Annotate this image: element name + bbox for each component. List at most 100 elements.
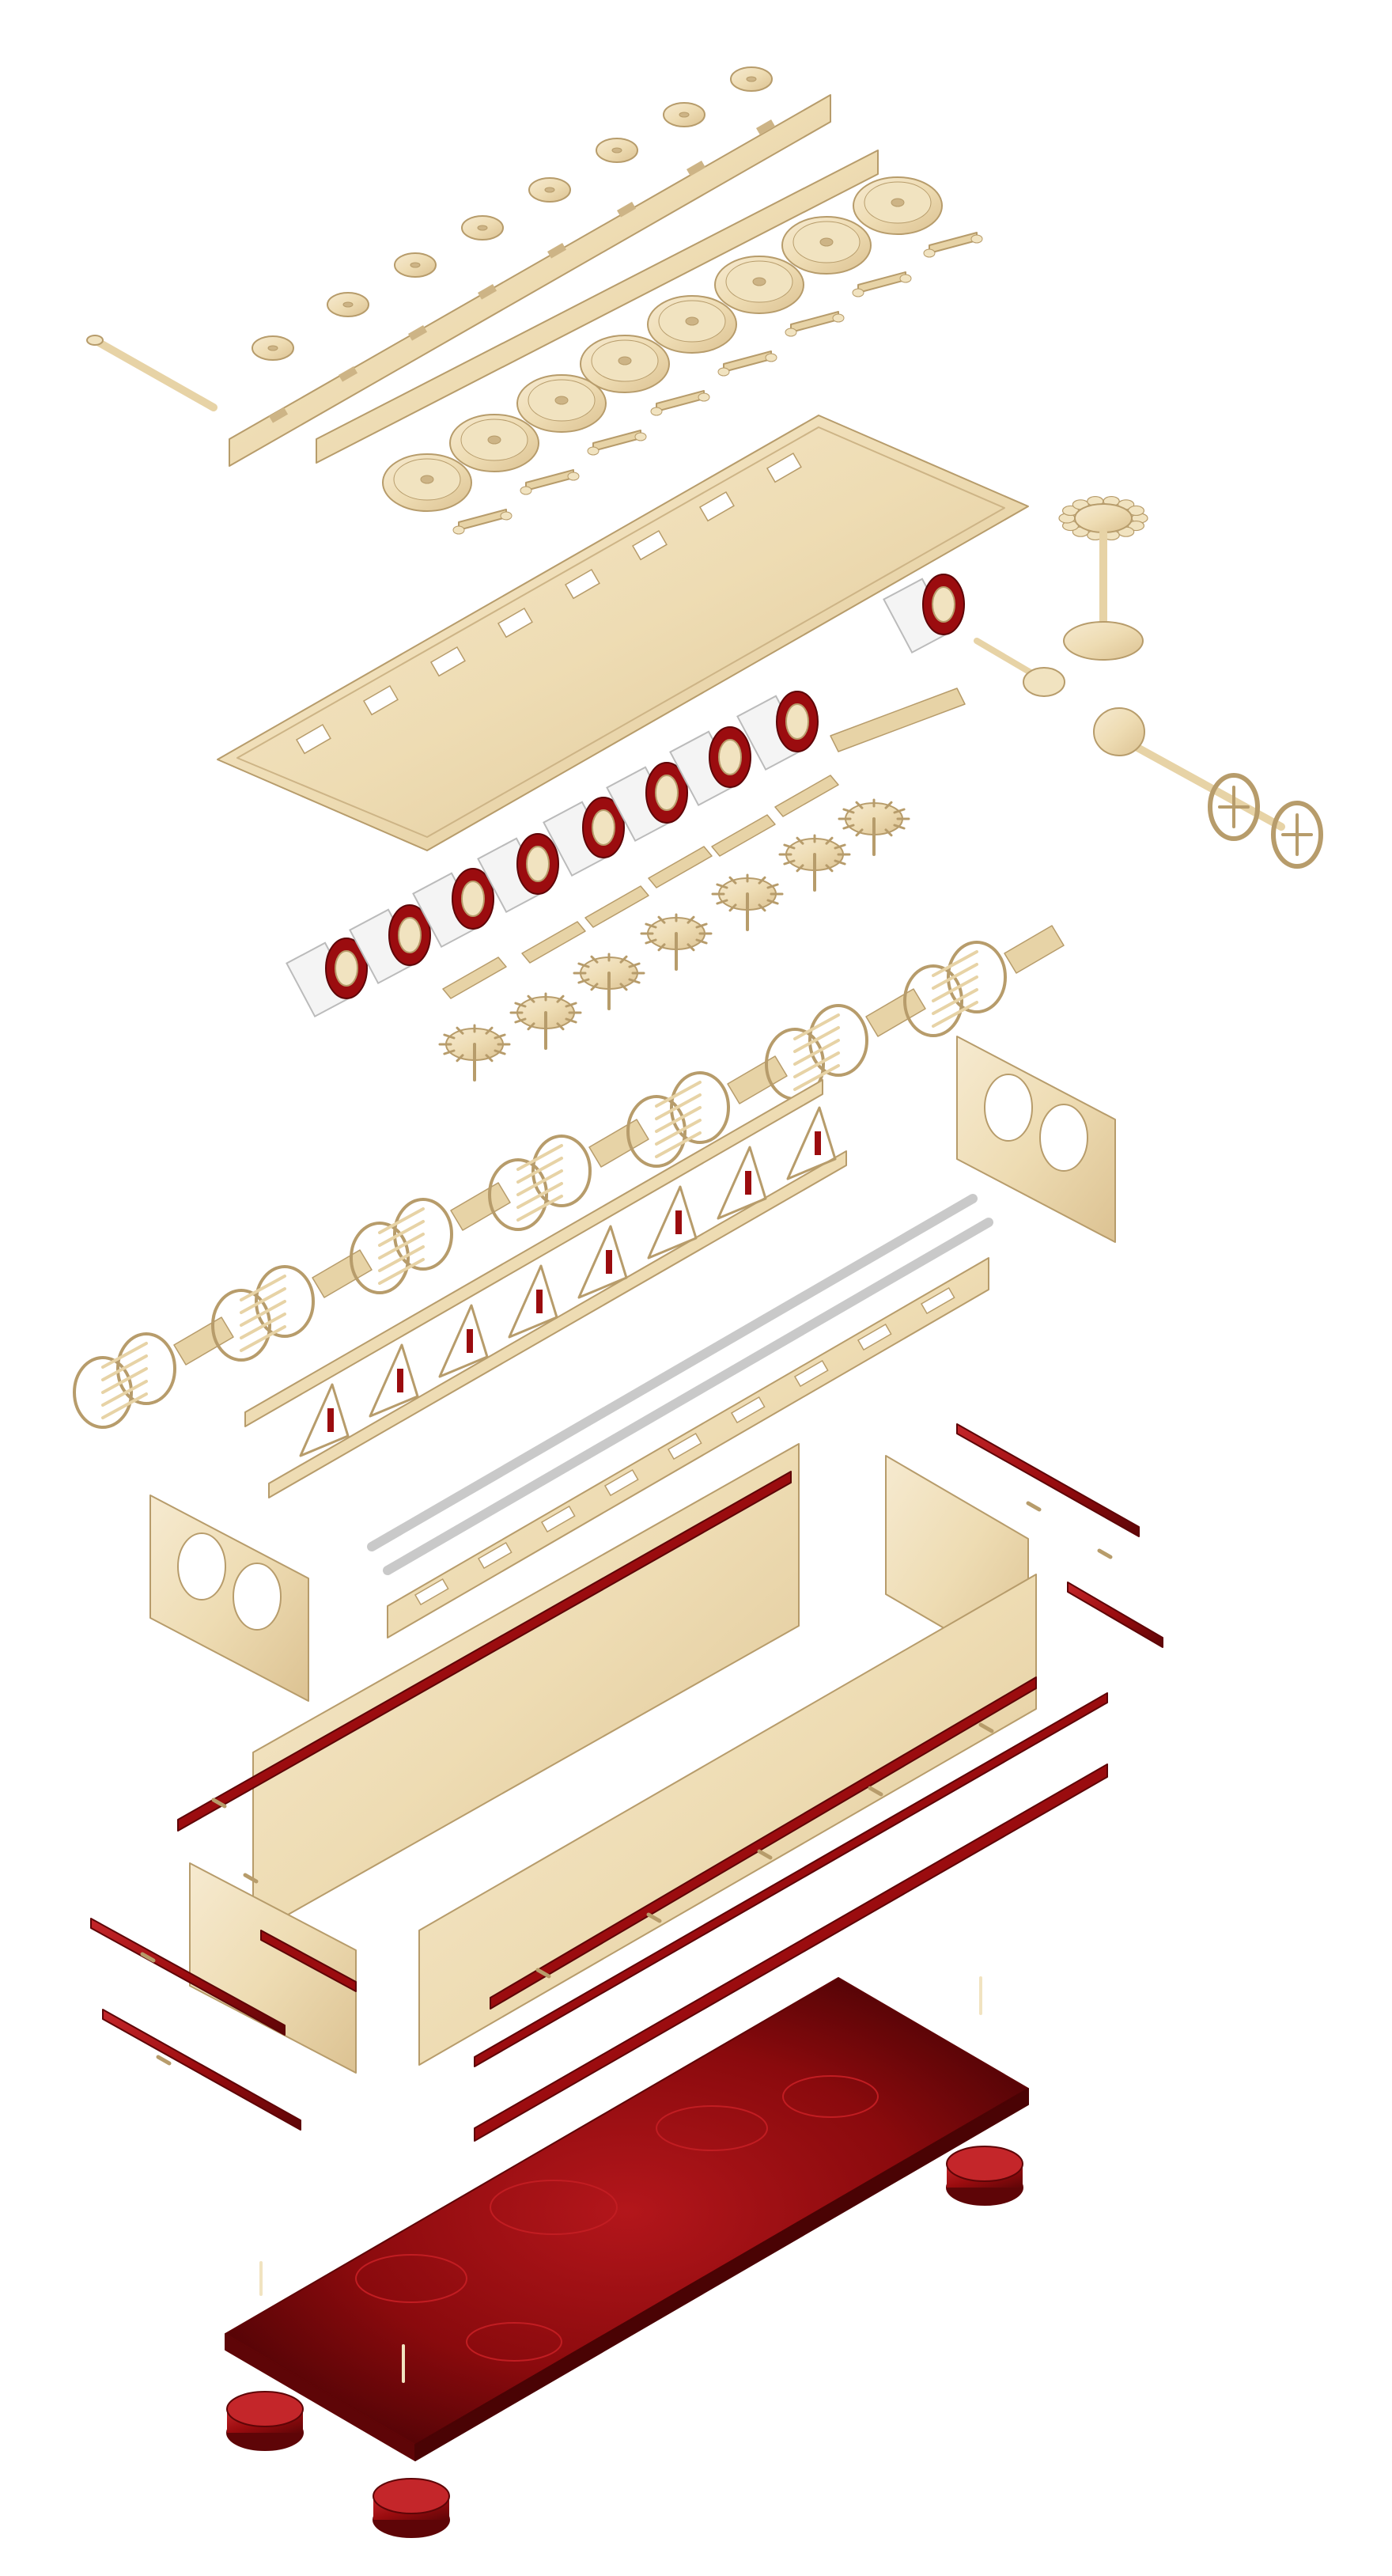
crown-gear <box>1074 503 1133 533</box>
gear-tooth <box>884 801 893 809</box>
ladder-window <box>920 1286 955 1315</box>
cage-ring <box>947 941 1007 1013</box>
top-dial-bar-assembly <box>86 66 983 535</box>
truss-brace <box>369 1343 419 1418</box>
spoked-pinion-gear <box>640 913 713 971</box>
truss-brace <box>577 1225 628 1299</box>
cage-ring <box>211 1289 271 1362</box>
wooden-dowel <box>757 1849 773 1860</box>
gear-tooth <box>716 899 728 905</box>
gear-tooth <box>556 1022 565 1031</box>
bar-slot <box>547 243 567 259</box>
rail-frame-group <box>244 1079 993 1638</box>
back-side-panel <box>252 1443 800 1935</box>
drum-bracket <box>442 957 507 999</box>
drum-bracket <box>711 814 776 857</box>
gear-tooth <box>825 836 834 845</box>
cage-bar <box>793 1064 840 1091</box>
stepped-drum-row <box>286 574 965 1082</box>
cage-bar <box>240 1287 286 1314</box>
cage-bar <box>655 1131 702 1158</box>
dial-hub <box>342 301 354 308</box>
cage-ring <box>116 1332 176 1405</box>
gear-tooth <box>758 903 766 912</box>
gear-tooth <box>695 938 708 945</box>
truss-red-pin <box>536 1290 543 1313</box>
cage-bar <box>516 1195 563 1222</box>
gear-tooth <box>766 899 779 905</box>
burl-figure <box>466 2322 562 2362</box>
gear-tooth <box>456 1054 464 1063</box>
cage-bar <box>101 1380 148 1407</box>
ladder-window <box>730 1396 766 1424</box>
cage-ring <box>393 1198 453 1271</box>
drum-gear-face <box>785 703 809 740</box>
gear-tooth <box>766 883 779 889</box>
cage-bar <box>932 988 978 1015</box>
gear-tooth <box>645 938 657 945</box>
gear-tooth <box>494 1033 506 1040</box>
bun-foot <box>373 2478 450 2538</box>
red-trim-rail-right <box>956 1423 1140 1537</box>
truss-rail-upper <box>244 1079 823 1427</box>
cage-bracket <box>312 1249 373 1298</box>
result-window <box>497 607 533 638</box>
gear-tooth <box>758 876 766 885</box>
burl-figure <box>355 2254 467 2303</box>
truss-red-pin <box>467 1329 473 1353</box>
bar-slot <box>339 366 358 382</box>
ladder-window <box>540 1505 576 1533</box>
carry-lever <box>592 430 641 452</box>
totalizer-dial-hub <box>420 475 434 484</box>
base-board-edge-front <box>414 2088 1029 2461</box>
cage-ring <box>255 1265 315 1338</box>
burl-figure <box>656 2105 768 2151</box>
dial-hub <box>477 225 488 231</box>
carry-lever <box>929 232 978 254</box>
lever-pin <box>567 472 580 481</box>
steel-guide-rod <box>367 1194 978 1551</box>
bar-slot <box>687 161 706 176</box>
result-window <box>631 529 668 561</box>
gear-tooth <box>728 876 737 885</box>
gear-tooth <box>834 859 846 866</box>
gear-tooth <box>796 864 804 873</box>
red-trim-rail-left <box>90 1918 286 2036</box>
drum-gear-face <box>718 739 742 775</box>
gear-tooth <box>565 1017 577 1024</box>
gear-tooth <box>855 828 864 837</box>
cage-bar <box>655 1106 702 1133</box>
cage-bar <box>932 1001 978 1028</box>
panel-arch-opening <box>984 1074 1033 1142</box>
spoked-pinion-gear <box>711 873 784 931</box>
gear-tooth <box>577 962 590 968</box>
gear-tooth <box>645 922 657 929</box>
lever-pin <box>832 313 845 323</box>
gear-tooth <box>628 962 641 968</box>
lever-pin <box>500 511 513 521</box>
cage-ring <box>73 1356 133 1429</box>
cage-bar <box>101 1342 148 1369</box>
cage-ring <box>903 964 963 1037</box>
red-trim-rail-right-lower <box>1067 1582 1163 1648</box>
crank-rod <box>91 336 218 411</box>
front-red-inlay <box>490 1676 1037 2010</box>
cage-bar <box>378 1207 425 1234</box>
truss-red-pin <box>745 1171 751 1195</box>
dial-hub <box>267 345 278 351</box>
truss-red-pin <box>606 1250 612 1274</box>
bar-slot <box>617 202 637 218</box>
main-drive-hub <box>1093 707 1145 756</box>
totalizer-dial-hub <box>554 396 569 405</box>
left-red-inlay <box>260 1930 357 1992</box>
result-window <box>698 491 735 522</box>
cage-bar <box>378 1233 425 1260</box>
caged-setting-drum <box>903 925 1065 1037</box>
cage-bar <box>932 950 978 977</box>
ladder-window <box>603 1468 639 1497</box>
lever-pin <box>970 234 983 244</box>
result-window <box>766 452 802 483</box>
wooden-dowel <box>1097 1548 1113 1559</box>
spoked-pinion-gear <box>509 992 582 1050</box>
steel-guide-rod <box>383 1218 993 1575</box>
